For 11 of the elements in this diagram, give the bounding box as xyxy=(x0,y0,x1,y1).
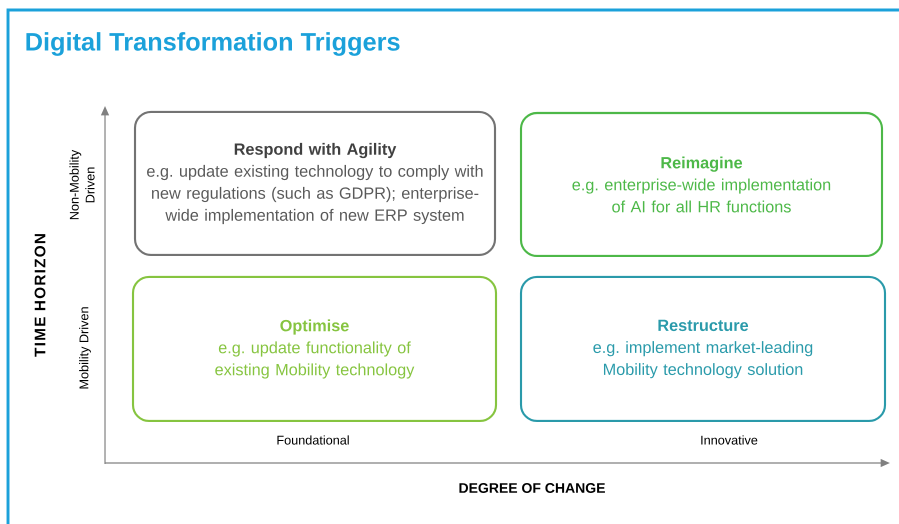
quadrant-box: Optimise e.g. update functionality of existing Mobility technology xyxy=(132,276,498,422)
axis-label: Mobility Driven xyxy=(79,307,91,388)
title: Digital Transformation Triggers xyxy=(26,32,400,56)
quadrant-box: Reimagine e.g. enterprise-wide implementation of AI for all HR functions xyxy=(520,112,884,258)
axis-label: Non-Mobility Driven xyxy=(69,150,95,220)
quadrant-box: Restructure e.g. implement market-leading Mobility technology solution xyxy=(520,276,886,422)
axis-label: Foundational xyxy=(277,435,349,445)
quadrant-box: Respond with Agility e.g. update existing technology to comply with new regulations (such as GDPR); enterprise-wide implementation of new ERP system xyxy=(134,110,496,256)
axis-label: Innovative xyxy=(701,435,758,445)
axis-label: DEGREE OF CHANGE xyxy=(459,483,605,493)
axis-label: TIME HORIZON xyxy=(34,234,46,357)
